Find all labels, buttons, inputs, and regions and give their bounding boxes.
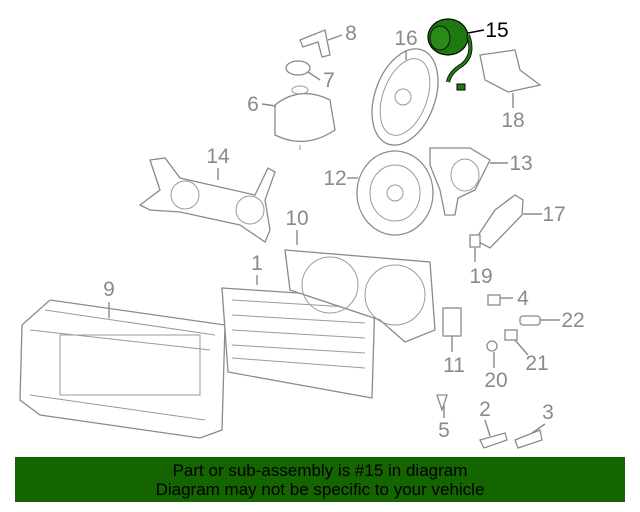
label-11: 11 <box>443 354 465 377</box>
part-11-bracket[interactable] <box>442 307 462 337</box>
label-1: 1 <box>251 252 263 275</box>
label-9: 9 <box>103 278 115 301</box>
label-18: 18 <box>501 109 524 132</box>
label-5: 5 <box>438 419 450 442</box>
part-14-fan-bracket[interactable] <box>138 157 276 243</box>
part-9-radiator-support[interactable] <box>19 299 226 439</box>
part-16-fan[interactable] <box>360 40 451 154</box>
label-21: 21 <box>525 352 548 375</box>
label-7: 7 <box>323 69 335 92</box>
leader-lines <box>108 29 560 437</box>
part-22-sensor[interactable] <box>519 315 541 326</box>
part-12-fan-assembly[interactable] <box>356 150 434 236</box>
part-2-bracket[interactable] <box>479 432 508 449</box>
part-19-clip[interactable] <box>469 234 481 248</box>
label-15: 15 <box>485 19 508 42</box>
label-16: 16 <box>394 27 417 50</box>
part-8-bracket[interactable] <box>299 29 331 58</box>
part-20-sensor[interactable] <box>486 340 498 352</box>
label-10: 10 <box>285 207 308 230</box>
callout-labels: 8 15 16 7 6 18 14 13 12 17 10 1 19 9 4 2… <box>103 19 585 442</box>
label-6: 6 <box>247 93 259 116</box>
banner-line-part: Part or sub-assembly is #15 in diagram <box>172 461 468 480</box>
part-17-bracket[interactable] <box>474 194 524 249</box>
part-18-motor-bracket[interactable] <box>479 49 542 93</box>
label-20: 20 <box>484 369 507 392</box>
label-14: 14 <box>206 145 230 168</box>
part-info-banner: Part or sub-assembly is #15 in diagram D… <box>15 457 625 502</box>
part-7-cap[interactable] <box>285 60 311 95</box>
part-15-fan-motor[interactable] <box>427 18 473 91</box>
label-22: 22 <box>561 309 584 332</box>
part-6-expansion-tank[interactable] <box>274 93 336 150</box>
part-5-clip[interactable] <box>436 394 448 413</box>
label-17: 17 <box>542 203 565 226</box>
part-21-switch[interactable] <box>504 329 518 341</box>
label-2: 2 <box>479 398 491 421</box>
part-10-fan-shroud[interactable] <box>284 249 436 343</box>
part-4-clip[interactable] <box>487 294 501 306</box>
label-19: 19 <box>469 265 492 288</box>
label-13: 13 <box>509 152 532 175</box>
label-3: 3 <box>542 401 554 424</box>
banner-line-disclaimer: Diagram may not be specific to your vehi… <box>155 480 485 499</box>
part-3-bracket[interactable] <box>514 429 543 449</box>
label-8: 8 <box>345 22 357 45</box>
label-12: 12 <box>323 167 346 190</box>
part-13-bracket[interactable] <box>429 147 491 216</box>
label-4: 4 <box>517 287 529 310</box>
